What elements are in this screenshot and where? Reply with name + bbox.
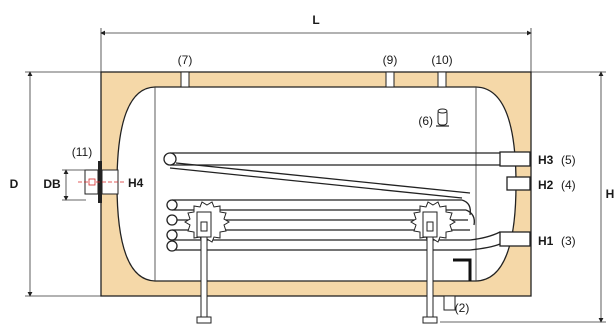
dimension-flange-diameter: DB (43, 169, 86, 201)
upper-coil (163, 152, 500, 199)
connection-h4-code: H4 (128, 176, 144, 190)
connection-h3: H3 (5) (499, 151, 576, 167)
connection-h2-code: H2 (538, 178, 554, 192)
svg-text:(6): (6) (418, 114, 433, 128)
dimension-length-label: L (312, 13, 319, 27)
svg-text:(2): (2) (455, 301, 470, 315)
svg-text:(9): (9) (383, 53, 398, 67)
svg-text:(10): (10) (431, 53, 452, 67)
connection-h1-code: H1 (538, 234, 554, 248)
sensor-pocket: (6) (418, 108, 449, 128)
left-support (184, 201, 230, 324)
connection-h2-num: (4) (561, 178, 576, 192)
connection-h3-code: H3 (538, 153, 554, 167)
connection-h1-num: (3) (561, 234, 576, 248)
right-support (410, 201, 456, 324)
tank-vessel (116, 86, 517, 282)
svg-text:(11): (11) (72, 145, 92, 159)
top-port-9: (9) (383, 53, 398, 88)
dimension-diameter-label: D (10, 177, 19, 191)
dimension-flange-diameter-label: DB (43, 177, 61, 191)
connection-h2: H2 (4) (506, 176, 576, 192)
sensor-pocket-icon (436, 108, 449, 127)
flange-h4: (11) H4 (72, 145, 144, 203)
svg-text:(7): (7) (178, 53, 193, 67)
top-port-10: (10) (431, 53, 453, 88)
dimension-height: H (440, 71, 614, 323)
drain-port: (2) (443, 258, 472, 315)
top-port-7: (7) (178, 53, 193, 88)
dimension-length: L (100, 13, 532, 72)
dimension-height-label: H (606, 187, 614, 201)
dimension-diameter: D (10, 71, 101, 297)
connection-h3-num: (5) (561, 153, 576, 167)
connection-h1: H1 (3) (499, 231, 576, 248)
